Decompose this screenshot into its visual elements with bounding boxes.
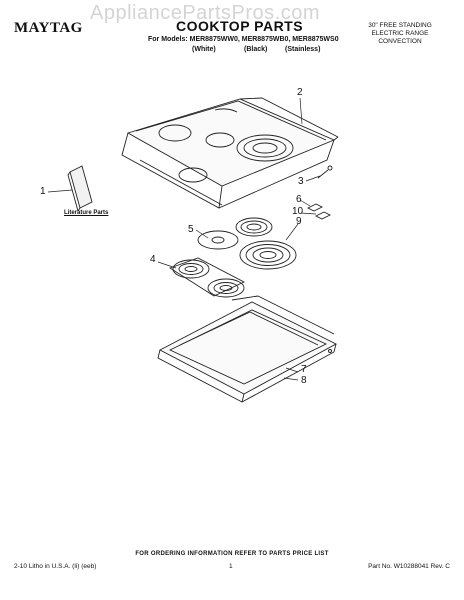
ordering-note: FOR ORDERING INFORMATION REFER TO PARTS … <box>135 551 329 557</box>
callout-6: 6 <box>296 194 302 205</box>
callout-5: 5 <box>188 224 194 235</box>
callout-2: 2 <box>297 87 303 98</box>
variant-black: (Black) <box>244 46 268 53</box>
product-type-line-3: CONVECTION <box>378 38 422 45</box>
brand-logo: MAYTAG <box>14 20 83 36</box>
literature-booklet <box>67 165 93 213</box>
callout-3: 3 <box>298 176 304 187</box>
callout-1: 1 <box>40 186 46 197</box>
variant-stainless: (Stainless) <box>285 46 321 53</box>
burner-box-parts-7-8 <box>157 295 337 403</box>
callout-8: 8 <box>301 375 307 386</box>
small-element <box>235 217 273 237</box>
dual-element-part-9 <box>239 240 297 270</box>
callout-7: 7 <box>301 364 307 375</box>
callout-10: 10 <box>292 206 304 217</box>
callout-9: 9 <box>296 216 302 227</box>
product-type-line-1: 30" FREE STANDING <box>368 22 432 29</box>
product-type-line-2: ELECTRIC RANGE <box>371 30 429 37</box>
clip-parts-6-10 <box>306 203 332 220</box>
cooktop-glass-top <box>121 97 339 209</box>
watermark: AppliancePartsPros.com <box>90 2 320 24</box>
callout-4: 4 <box>150 254 156 265</box>
variant-white: (White) <box>192 46 216 53</box>
part-number: Part No. W10288041 Rev. C <box>368 563 450 570</box>
models-line: For Models: MER8875WW0, MER8875WB0, MER8… <box>148 36 339 43</box>
page-number: 1 <box>229 563 233 570</box>
page-title: COOKTOP PARTS <box>176 18 304 34</box>
screw-part-3 <box>317 165 333 179</box>
literature-parts-label: Literature Parts <box>64 210 109 216</box>
element-plate-part-5 <box>197 230 239 250</box>
twin-element-part-4 <box>168 257 246 298</box>
print-info: 2-10 Litho in U.S.A. (li) (eeb) <box>14 563 97 570</box>
